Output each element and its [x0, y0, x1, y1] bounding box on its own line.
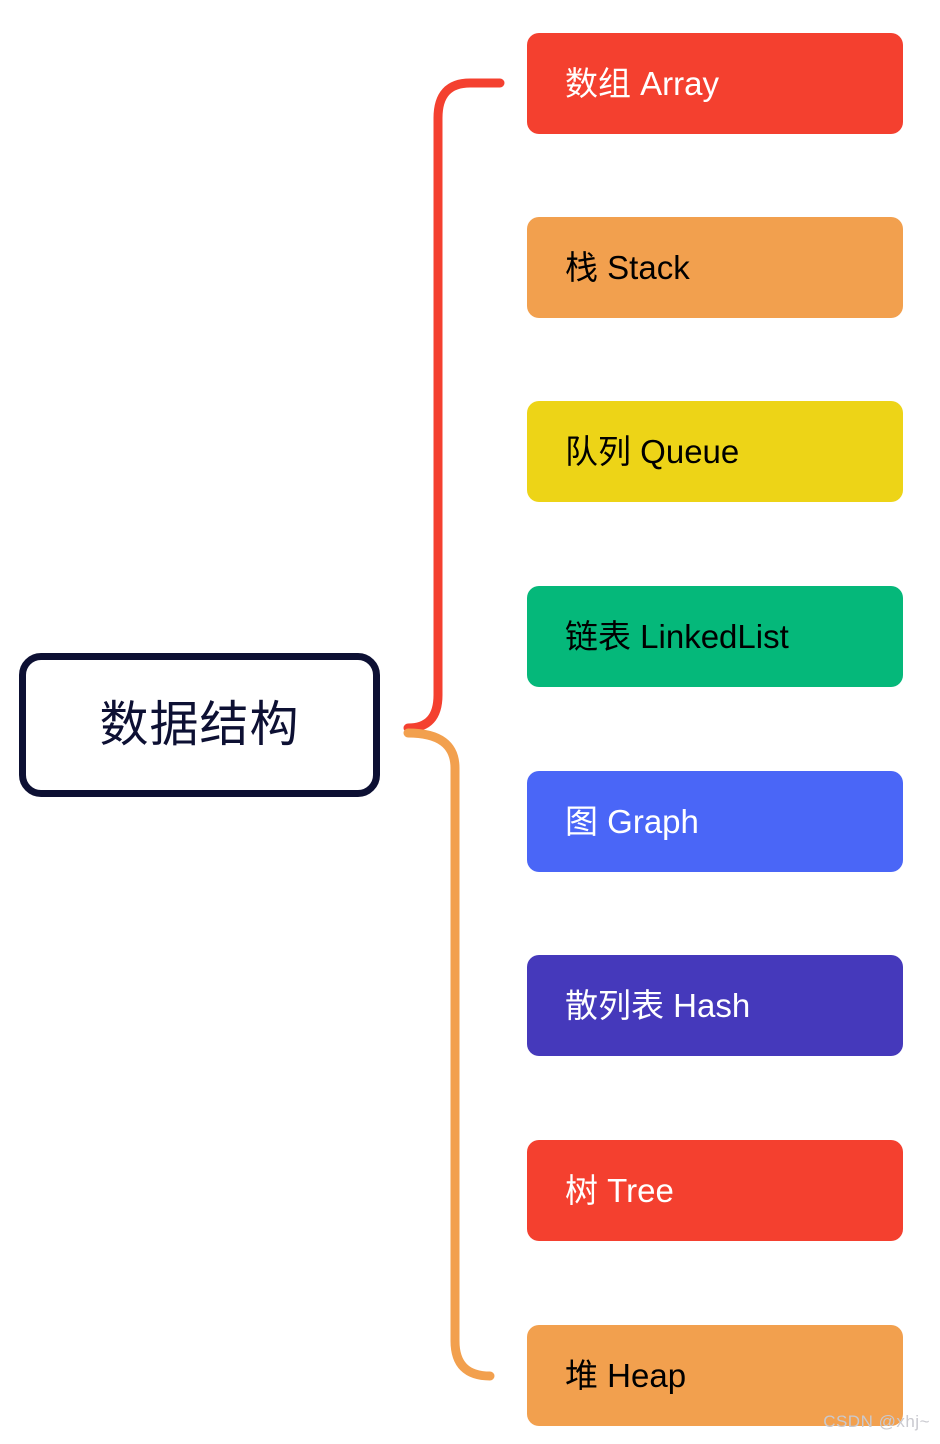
node-array-label: 数组 Array: [565, 65, 720, 102]
node-graph-label: 图 Graph: [565, 803, 699, 840]
node-stack-label: 栈 Stack: [565, 249, 690, 286]
watermark-label: CSDN @xhj~: [823, 1412, 930, 1431]
node-queue[interactable]: 队列 Queue: [527, 401, 903, 502]
connector-branch-top: [403, 78, 505, 733]
node-array[interactable]: 数组 Array: [527, 33, 903, 134]
node-heap-label: 堆 Heap: [565, 1357, 687, 1394]
node-tree-label: 树 Tree: [565, 1172, 674, 1209]
node-hash[interactable]: 散列表 Hash: [527, 955, 903, 1056]
node-stack[interactable]: 栈 Stack: [527, 217, 903, 318]
root-node[interactable]: 数据结构: [19, 653, 380, 797]
node-hash-label: 散列表 Hash: [565, 987, 751, 1024]
node-linkedlist-label: 链表 LinkedList: [565, 618, 789, 655]
node-tree[interactable]: 树 Tree: [527, 1140, 903, 1241]
node-heap[interactable]: 堆 Heap: [527, 1325, 903, 1426]
node-queue-label: 队列 Queue: [565, 433, 740, 470]
node-linkedlist[interactable]: 链表 LinkedList: [527, 586, 903, 687]
root-node-label: 数据结构: [99, 697, 300, 752]
connector-branch-bottom: [403, 728, 495, 1381]
node-graph[interactable]: 图 Graph: [527, 771, 903, 872]
